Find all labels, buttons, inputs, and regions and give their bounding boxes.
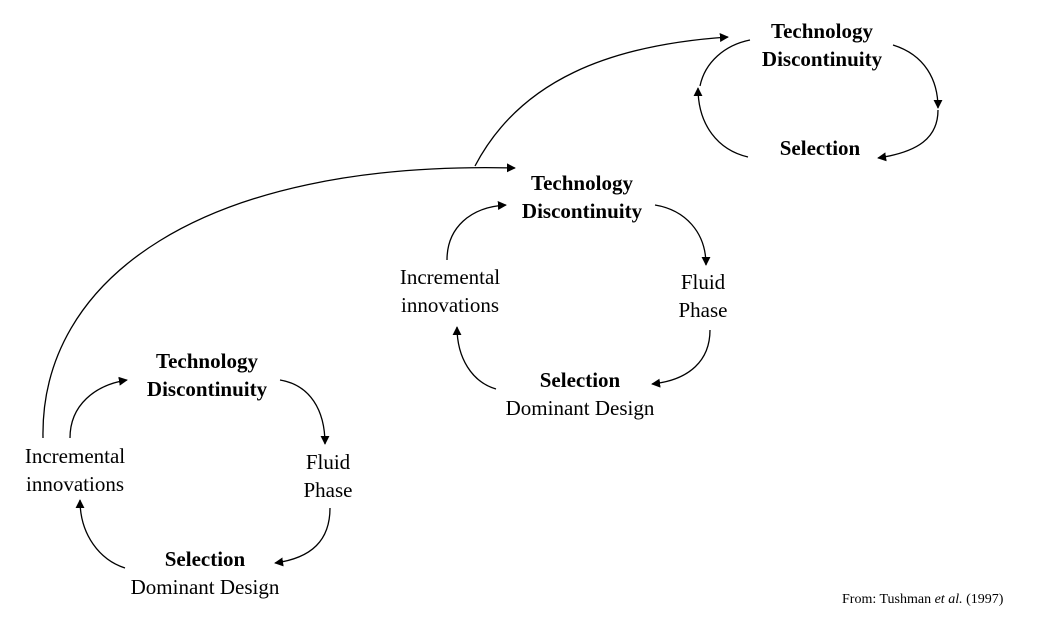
discontinuity-text: Discontinuity [761, 47, 883, 71]
innovations-text: innovations [401, 293, 499, 317]
source-year: (1997) [962, 592, 1004, 607]
discontinuity-text: Discontinuity [146, 377, 268, 401]
dominant-design-text: Dominant Design [505, 396, 655, 420]
innovations-text: innovations [26, 472, 124, 496]
arrow-left-to-discontinuity-3 [699, 39, 751, 87]
arrow-incremental-to-discontinuity-2 [446, 200, 507, 261]
arrow-discontinuity-to-fluid-2 [654, 204, 711, 266]
arrow-incremental-to-discontinuity-1 [69, 376, 128, 439]
selection-text: Selection [539, 368, 621, 392]
source-caption: From: Tushman et al. (1997) [842, 592, 1003, 608]
selection-label-2: Selection Dominant Design [480, 366, 680, 422]
dominant-design-text: Dominant Design [130, 575, 280, 599]
arrow-fluid-to-selection-1 [274, 507, 331, 567]
fluid-phase-label-2: Fluid Phase [658, 268, 748, 324]
selection-text: Selection [779, 136, 861, 160]
arrow-discontinuity-to-fluid-1 [279, 379, 330, 445]
technology-discontinuity-label-3: Technology Discontinuity [742, 17, 902, 73]
fluid-phase-label-1: Fluid Phase [283, 448, 373, 504]
incremental-text: Incremental [24, 444, 126, 468]
technology-discontinuity-label-2: Technology Discontinuity [502, 169, 662, 225]
technology-text: Technology [771, 19, 873, 43]
arrow-selection-to-incremental-1 [75, 499, 126, 569]
phase-text: Phase [678, 298, 728, 322]
selection-label-1: Selection Dominant Design [105, 545, 305, 601]
selection-text: Selection [164, 547, 246, 571]
incremental-innovations-label-1: Incremental innovations [10, 442, 140, 498]
arrow-discontinuity-to-selection-right-3 [892, 44, 943, 109]
source-prefix: From: Tushman [842, 592, 935, 607]
discontinuity-text: Discontinuity [521, 199, 643, 223]
technology-text: Technology [531, 171, 633, 195]
arrow-cycle2-to-cycle3 [474, 33, 729, 167]
incremental-innovations-label-2: Incremental innovations [385, 263, 515, 319]
source-etal: et al. [934, 592, 963, 607]
fluid-text: Fluid [680, 270, 726, 294]
arrow-selection-to-incremental-2 [452, 326, 497, 390]
selection-label-3: Selection [760, 134, 880, 162]
fluid-text: Fluid [305, 450, 351, 474]
arrow-selection-to-discontinuity-3 [693, 87, 749, 158]
arrow-fluid-to-selection-2 [651, 329, 711, 388]
incremental-text: Incremental [399, 265, 501, 289]
phase-text: Phase [303, 478, 353, 502]
technology-text: Technology [156, 349, 258, 373]
technology-discontinuity-label-1: Technology Discontinuity [127, 347, 287, 403]
arrow-to-selection-3 [877, 109, 939, 162]
arrow-cycle1-to-cycle2 [42, 163, 516, 439]
